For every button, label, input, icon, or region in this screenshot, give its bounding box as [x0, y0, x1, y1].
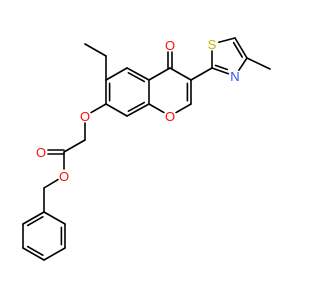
bond-ph1-ph2-inner [26, 216, 44, 227]
atom-label-ester-oxygen: O [59, 169, 69, 184]
bond-c8-c8a [126, 103, 150, 117]
bond-c7-o7 [90, 103, 107, 114]
bond-c4a-c5-inner [127, 72, 145, 83]
atom-label-ether-oxygen: O [80, 109, 90, 124]
bond-sx-cb [217, 37, 236, 44]
atom-label-thiazole-sulfur: S [208, 37, 217, 52]
bond-ph1-ph2 [22, 211, 45, 225]
bond-oe2-cbz [43, 178, 59, 189]
bond-ph6-ph1 [43, 211, 66, 225]
bond-c4a-c5 [126, 67, 150, 81]
bond-nn-ca-inner [214, 64, 229, 71]
bond-ph3-ph4 [22, 247, 45, 261]
bond-c3-c4 [169, 67, 192, 81]
bond-cc-me [246, 57, 271, 70]
atom-label-carbonyl-oxygen: O [165, 38, 175, 53]
bond-ph3-ph4-inner [26, 245, 44, 256]
atom-label-ester-carbonyl-oxygen: O [36, 145, 46, 160]
bond-c4-c4a [148, 67, 171, 81]
bond-ch2-ce [63, 139, 86, 153]
bond-o1-c2 [175, 103, 192, 114]
bond-c3-ca [190, 67, 213, 81]
bond-c8a-o1 [148, 103, 165, 114]
bond-nn-ca [211, 67, 230, 75]
bond-cb-cc [234, 37, 248, 59]
bond-c5-c6 [105, 67, 128, 81]
bond-cc-nn [238, 57, 248, 71]
bond-et1-et2 [84, 43, 107, 57]
bond-layer [22, 37, 271, 261]
bond-c8-c8a-inner [127, 101, 145, 112]
atom-label-ring-oxygen: O [165, 109, 175, 124]
bond-c7-c8 [105, 103, 128, 117]
bond-cb-cc-inner [232, 41, 244, 58]
atom-label-thiazole-nitrogen: N [230, 69, 239, 84]
bond-ph4-ph5 [43, 247, 66, 261]
